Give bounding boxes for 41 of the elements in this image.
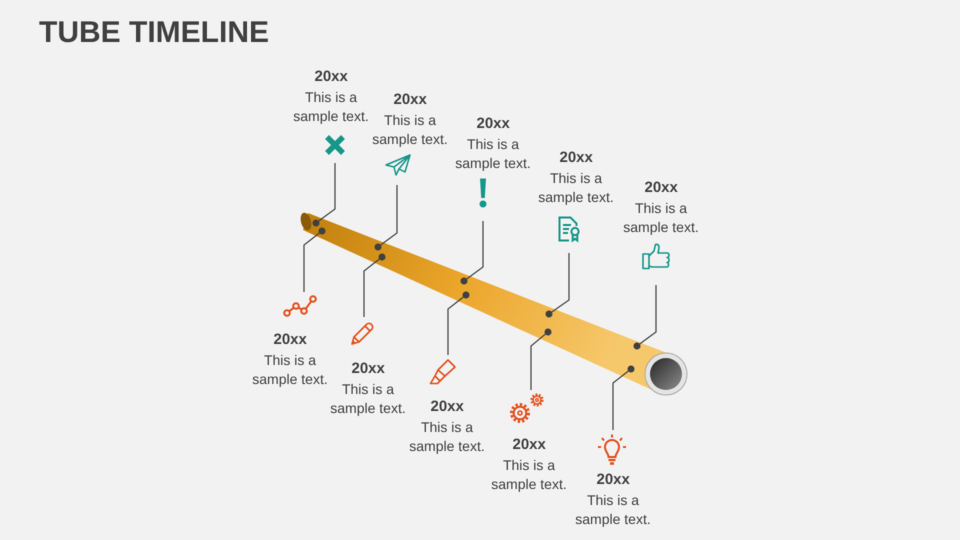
year-label: 20xx [314, 68, 348, 86]
description-text: This is a sample text. [537, 168, 615, 206]
description-text: This is a sample text. [574, 490, 652, 528]
leader-line [639, 285, 657, 344]
year-label: 20xx [512, 436, 546, 454]
year-label: 20xx [560, 149, 593, 167]
description-text: This is a sample text. [622, 198, 700, 236]
leader-line [530, 334, 546, 390]
timeline-dot [460, 278, 468, 284]
description-text: This is a sample text. [251, 350, 329, 388]
timeline-dot [546, 310, 552, 318]
description-text: This is a sample text. [292, 88, 370, 126]
timeline-dot [634, 342, 640, 350]
leader-line [466, 221, 484, 280]
year-label: 20xx [352, 360, 385, 378]
year-label: 20xx [476, 115, 510, 133]
year-label: 20xx [644, 179, 678, 197]
leader-line [552, 253, 570, 312]
leader-line [612, 370, 629, 430]
description-text: This is a sample text. [490, 456, 568, 494]
year-label: 20xx [430, 398, 464, 416]
timeline-dot [628, 366, 634, 372]
year-label: 20xx [274, 331, 307, 349]
leader-line [447, 296, 464, 355]
year-label: 20xx [596, 471, 630, 489]
year-label: 20xx [394, 91, 427, 109]
description-text: This is a sample text. [454, 134, 532, 172]
title: TUBE TIMELINE [39, 15, 269, 51]
timeline-dot [462, 292, 470, 298]
leader-line [380, 185, 398, 246]
timeline-dot [312, 220, 320, 226]
description-text: This is a sample text. [371, 110, 449, 148]
description-text: This is a sample text. [408, 418, 486, 456]
timeline-dot [378, 254, 386, 260]
timeline-dot [374, 244, 382, 250]
description-text: This is a sample text. [329, 380, 407, 418]
leader-line [303, 232, 320, 292]
timeline-dot [544, 328, 552, 336]
leader-line [363, 258, 380, 317]
leader-line [318, 163, 336, 222]
timeline-dot [318, 228, 326, 234]
